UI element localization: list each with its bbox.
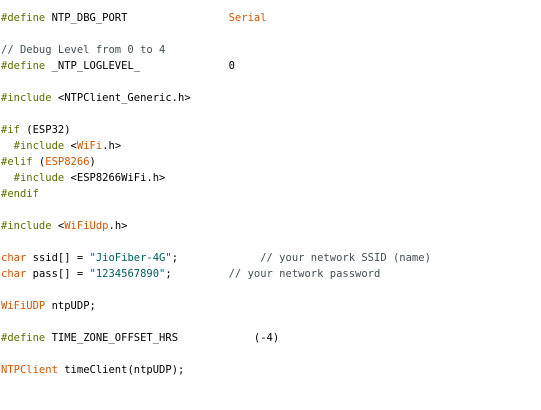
code-line-include-esp8266wifi: #include <ESP8266WiFi.h> — [1, 170, 166, 186]
include-keyword: #include — [13, 172, 65, 184]
include-path: <ESP8266WiFi.h> — [64, 172, 166, 184]
indent — [1, 172, 14, 184]
code-line-define-loglevel: #define _NTP_LOGLEVEL_ 0 — [1, 58, 235, 74]
code-line-include-ntpclient: #include <NTPClient_Generic.h> — [1, 90, 191, 106]
declaration: timeClient(ntpUDP); — [57, 364, 185, 376]
macro-value: 0 — [228, 60, 235, 72]
code-line-define-timezone: #define TIME_ZONE_OFFSET_HRS (-4) — [1, 330, 279, 346]
code-line-define-ntp-dbg-port: #define NTP_DBG_PORT Serial — [1, 10, 267, 26]
type-name: WiFiUDP — [1, 300, 46, 312]
define-keyword: #define — [1, 60, 46, 72]
type-name: NTPClient — [1, 364, 58, 376]
paren-open: ( — [32, 156, 46, 168]
whitespace — [140, 60, 229, 72]
declaration: ntpUDP; — [45, 300, 96, 312]
whitespace — [178, 252, 260, 264]
macro-name: TIME_ZONE_OFFSET_HRS — [45, 332, 179, 344]
include-keyword: #include — [1, 92, 52, 104]
declaration: ssid[] = — [26, 252, 90, 264]
code-line-endif: #endif — [1, 186, 39, 202]
code-line-elif-esp8266: #elif (ESP8266) — [1, 154, 96, 170]
angle-close: .h> — [102, 140, 122, 152]
code-line-ssid: char ssid[] = "JioFiber-4G"; // your net… — [1, 250, 431, 266]
code-line-ntpclient: NTPClient timeClient(ntpUDP); — [1, 362, 184, 378]
define-keyword: #define — [1, 332, 46, 344]
board-name: ESP8266 — [45, 156, 90, 168]
code-line-if-esp32: #if (ESP32) — [1, 122, 71, 138]
elif-keyword: #elif — [1, 156, 33, 168]
macro-name: _NTP_LOGLEVEL_ — [45, 60, 141, 72]
macro-name: NTP_DBG_PORT — [45, 12, 128, 24]
paren-close: ) — [89, 156, 96, 168]
code-line-wifiudp: WiFiUDP ntpUDP; — [1, 298, 96, 314]
define-keyword: #define — [1, 12, 46, 24]
macro-value: Serial — [228, 12, 267, 24]
angle-open: < — [51, 220, 65, 232]
declaration: pass[] = — [26, 268, 90, 280]
library-name: WiFi — [76, 140, 103, 152]
whitespace — [127, 12, 228, 24]
string-literal: "1234567890" — [89, 268, 166, 280]
type-keyword: char — [1, 268, 27, 280]
comment: // your network password — [228, 268, 381, 280]
endif-keyword: #endif — [1, 188, 39, 200]
whitespace — [178, 332, 254, 344]
comment: // Debug Level from 0 to 4 — [1, 44, 166, 56]
include-keyword: #include — [1, 220, 52, 232]
angle-close: .h> — [108, 220, 128, 232]
comment: // your network SSID (name) — [260, 252, 431, 264]
code-line-include-wifi: #include <WiFi.h> — [1, 138, 122, 154]
library-name: WiFiUdp — [64, 220, 109, 232]
indent — [1, 140, 14, 152]
include-keyword: #include — [13, 140, 65, 152]
semicolon: ; — [165, 268, 172, 280]
include-path: <NTPClient_Generic.h> — [51, 92, 191, 104]
condition: (ESP32) — [19, 124, 71, 136]
angle-open: < — [64, 140, 77, 152]
type-keyword: char — [1, 252, 27, 264]
code-line-pass: char pass[] = "1234567890"; // your netw… — [1, 266, 380, 282]
code-line-include-wifiudp: #include <WiFiUdp.h> — [1, 218, 127, 234]
whitespace — [172, 268, 229, 280]
if-keyword: #if — [1, 124, 20, 136]
code-line-comment-debug-level: // Debug Level from 0 to 4 — [1, 42, 165, 58]
string-literal: "JioFiber-4G" — [89, 252, 172, 264]
macro-value: (-4) — [253, 332, 280, 344]
semicolon: ; — [171, 252, 179, 264]
